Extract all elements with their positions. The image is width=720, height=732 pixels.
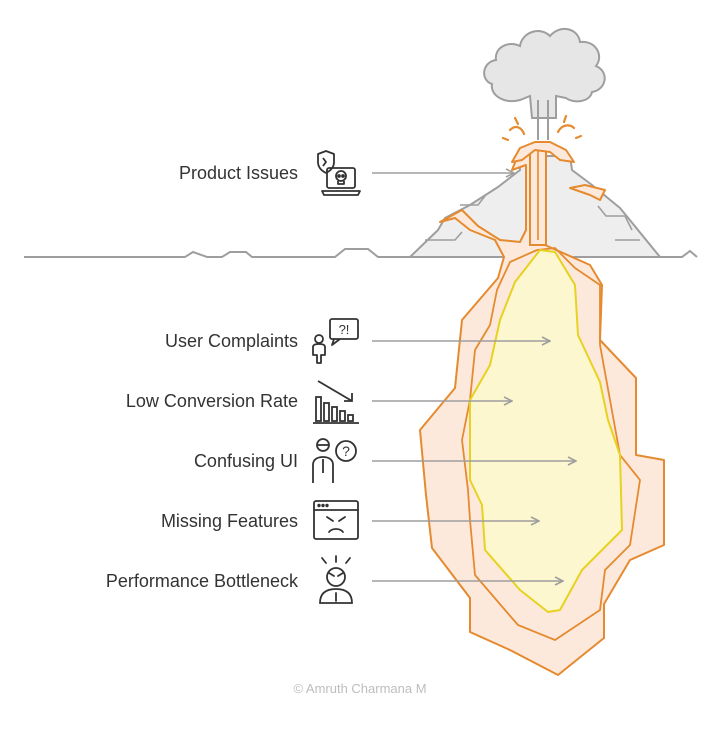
label-user-complaints: User Complaints [164,331,298,351]
declining-bar-chart-icon [313,380,359,424]
svg-text:?: ? [342,443,350,459]
credit-text: © Amruth Charmana M [293,681,427,696]
lava-spatter [501,114,583,142]
smoke-cloud [483,27,606,140]
browser-angry-face-icon [313,500,359,540]
label-missing-features: Missing Features [160,511,298,531]
label-low-conversion-rate: Low Conversion Rate [125,391,298,411]
label-performance-bottleneck: Performance Bottleneck [105,571,298,591]
confused-person-question-icon: ? [312,438,357,483]
label-product-issues: Product Issues [178,163,298,183]
label-confusing-ui: Confusing UI [193,451,298,471]
laptop-skull-shield-icon [317,150,361,196]
person-speech-alert-icon: ?! [312,318,359,364]
pointer-arrows [372,173,576,581]
stressed-person-icon [319,555,353,604]
svg-text:?!: ?! [339,322,350,337]
